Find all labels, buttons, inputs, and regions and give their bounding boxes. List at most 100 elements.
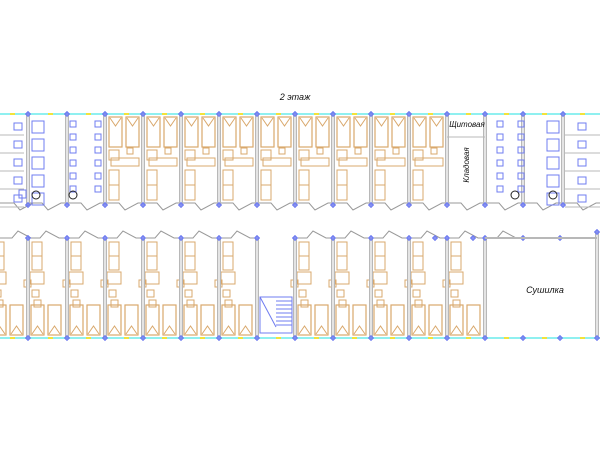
bed [108,116,123,148]
partition-wall [331,113,335,206]
chair [336,289,345,298]
pillow [337,117,350,127]
toilet-icon [13,158,23,167]
bed-frame [107,304,122,336]
washbasin-icon [517,120,525,128]
bed [69,304,84,336]
nightstand [33,299,42,308]
column-marker-ring [432,235,438,241]
pillow [239,325,252,335]
column-marker-ring [216,202,222,208]
column-marker-ring [330,235,336,241]
bed-frame [336,116,351,148]
nightstand [186,299,195,308]
wardrobe [298,169,310,186]
bedroom [214,241,253,336]
chair [260,149,272,161]
bed [107,304,122,336]
wardrobe [450,241,462,257]
wardrobe [298,184,310,201]
wardrobe [222,255,234,271]
column-marker-ring [406,111,412,117]
bed [314,304,329,336]
pillow [185,117,198,127]
column-marker [594,335,600,341]
partition-wall [217,237,221,339]
washbasin-icon [94,172,102,180]
bed [183,304,198,336]
bed [125,116,140,148]
bedroom [62,241,101,336]
bed [429,116,444,148]
bed [200,304,215,336]
bed-frame [352,304,367,336]
desk [110,157,140,167]
column-marker [254,235,260,241]
stair-direction [259,296,277,328]
column-marker-ring [25,202,31,208]
wardrobe [108,255,120,271]
desk [262,157,292,167]
column-marker-ring [482,111,488,117]
column-marker-ring [482,202,488,208]
column-marker-ring [178,335,184,341]
chair [222,289,231,298]
column-marker-ring [560,111,566,117]
pillow [240,117,253,127]
south-wing [0,229,600,341]
bed [336,116,351,148]
column-marker [594,229,600,235]
pillow [392,117,405,127]
shower-cabin-icon [546,192,560,206]
bed [238,304,253,336]
shower-cabin-icon [546,174,560,188]
pillow [375,117,388,127]
bed [297,304,312,336]
bed [390,304,405,336]
partition-wall [65,237,69,339]
bedroom [184,116,216,201]
bedroom [374,116,406,201]
bed-frame [30,304,45,336]
pillow [147,117,160,127]
bed-frame [429,116,444,148]
bed-frame [69,304,84,336]
nightstand [392,147,400,155]
column-marker [25,235,31,241]
column-marker-ring [368,202,374,208]
column-marker-ring [330,202,336,208]
washbasin-icon [517,146,525,154]
column-marker [64,235,70,241]
floor-title: 2 этаж [279,92,311,102]
bed-frame [428,304,443,336]
shower-cabin-icon [546,156,560,170]
column-marker-ring [520,111,526,117]
partition-wall [65,113,69,206]
wardrobe [336,255,348,271]
wardrobe [222,184,234,201]
partition-wall [407,237,411,339]
pillow [10,325,23,335]
bed-frame [221,304,236,336]
column-marker [254,202,260,208]
washbasin-icon [496,120,504,128]
bed [412,116,427,148]
pillow [316,117,329,127]
pillow [391,325,404,335]
wardrobe [374,241,386,257]
bed-frame [0,304,7,336]
column-marker-ring [254,235,260,241]
wardrobe [260,169,272,186]
fixture-marker [510,190,520,200]
pillow [467,325,480,335]
wardrobe [184,169,196,186]
wardrobe [0,241,5,257]
chair [298,149,310,161]
washbasin-icon [496,185,504,193]
washbasin-icon [69,159,77,167]
desk [220,271,236,285]
column-marker [140,335,146,341]
partition-wall [369,113,373,206]
partition-wall [255,113,259,206]
toilet-icon [13,176,23,185]
